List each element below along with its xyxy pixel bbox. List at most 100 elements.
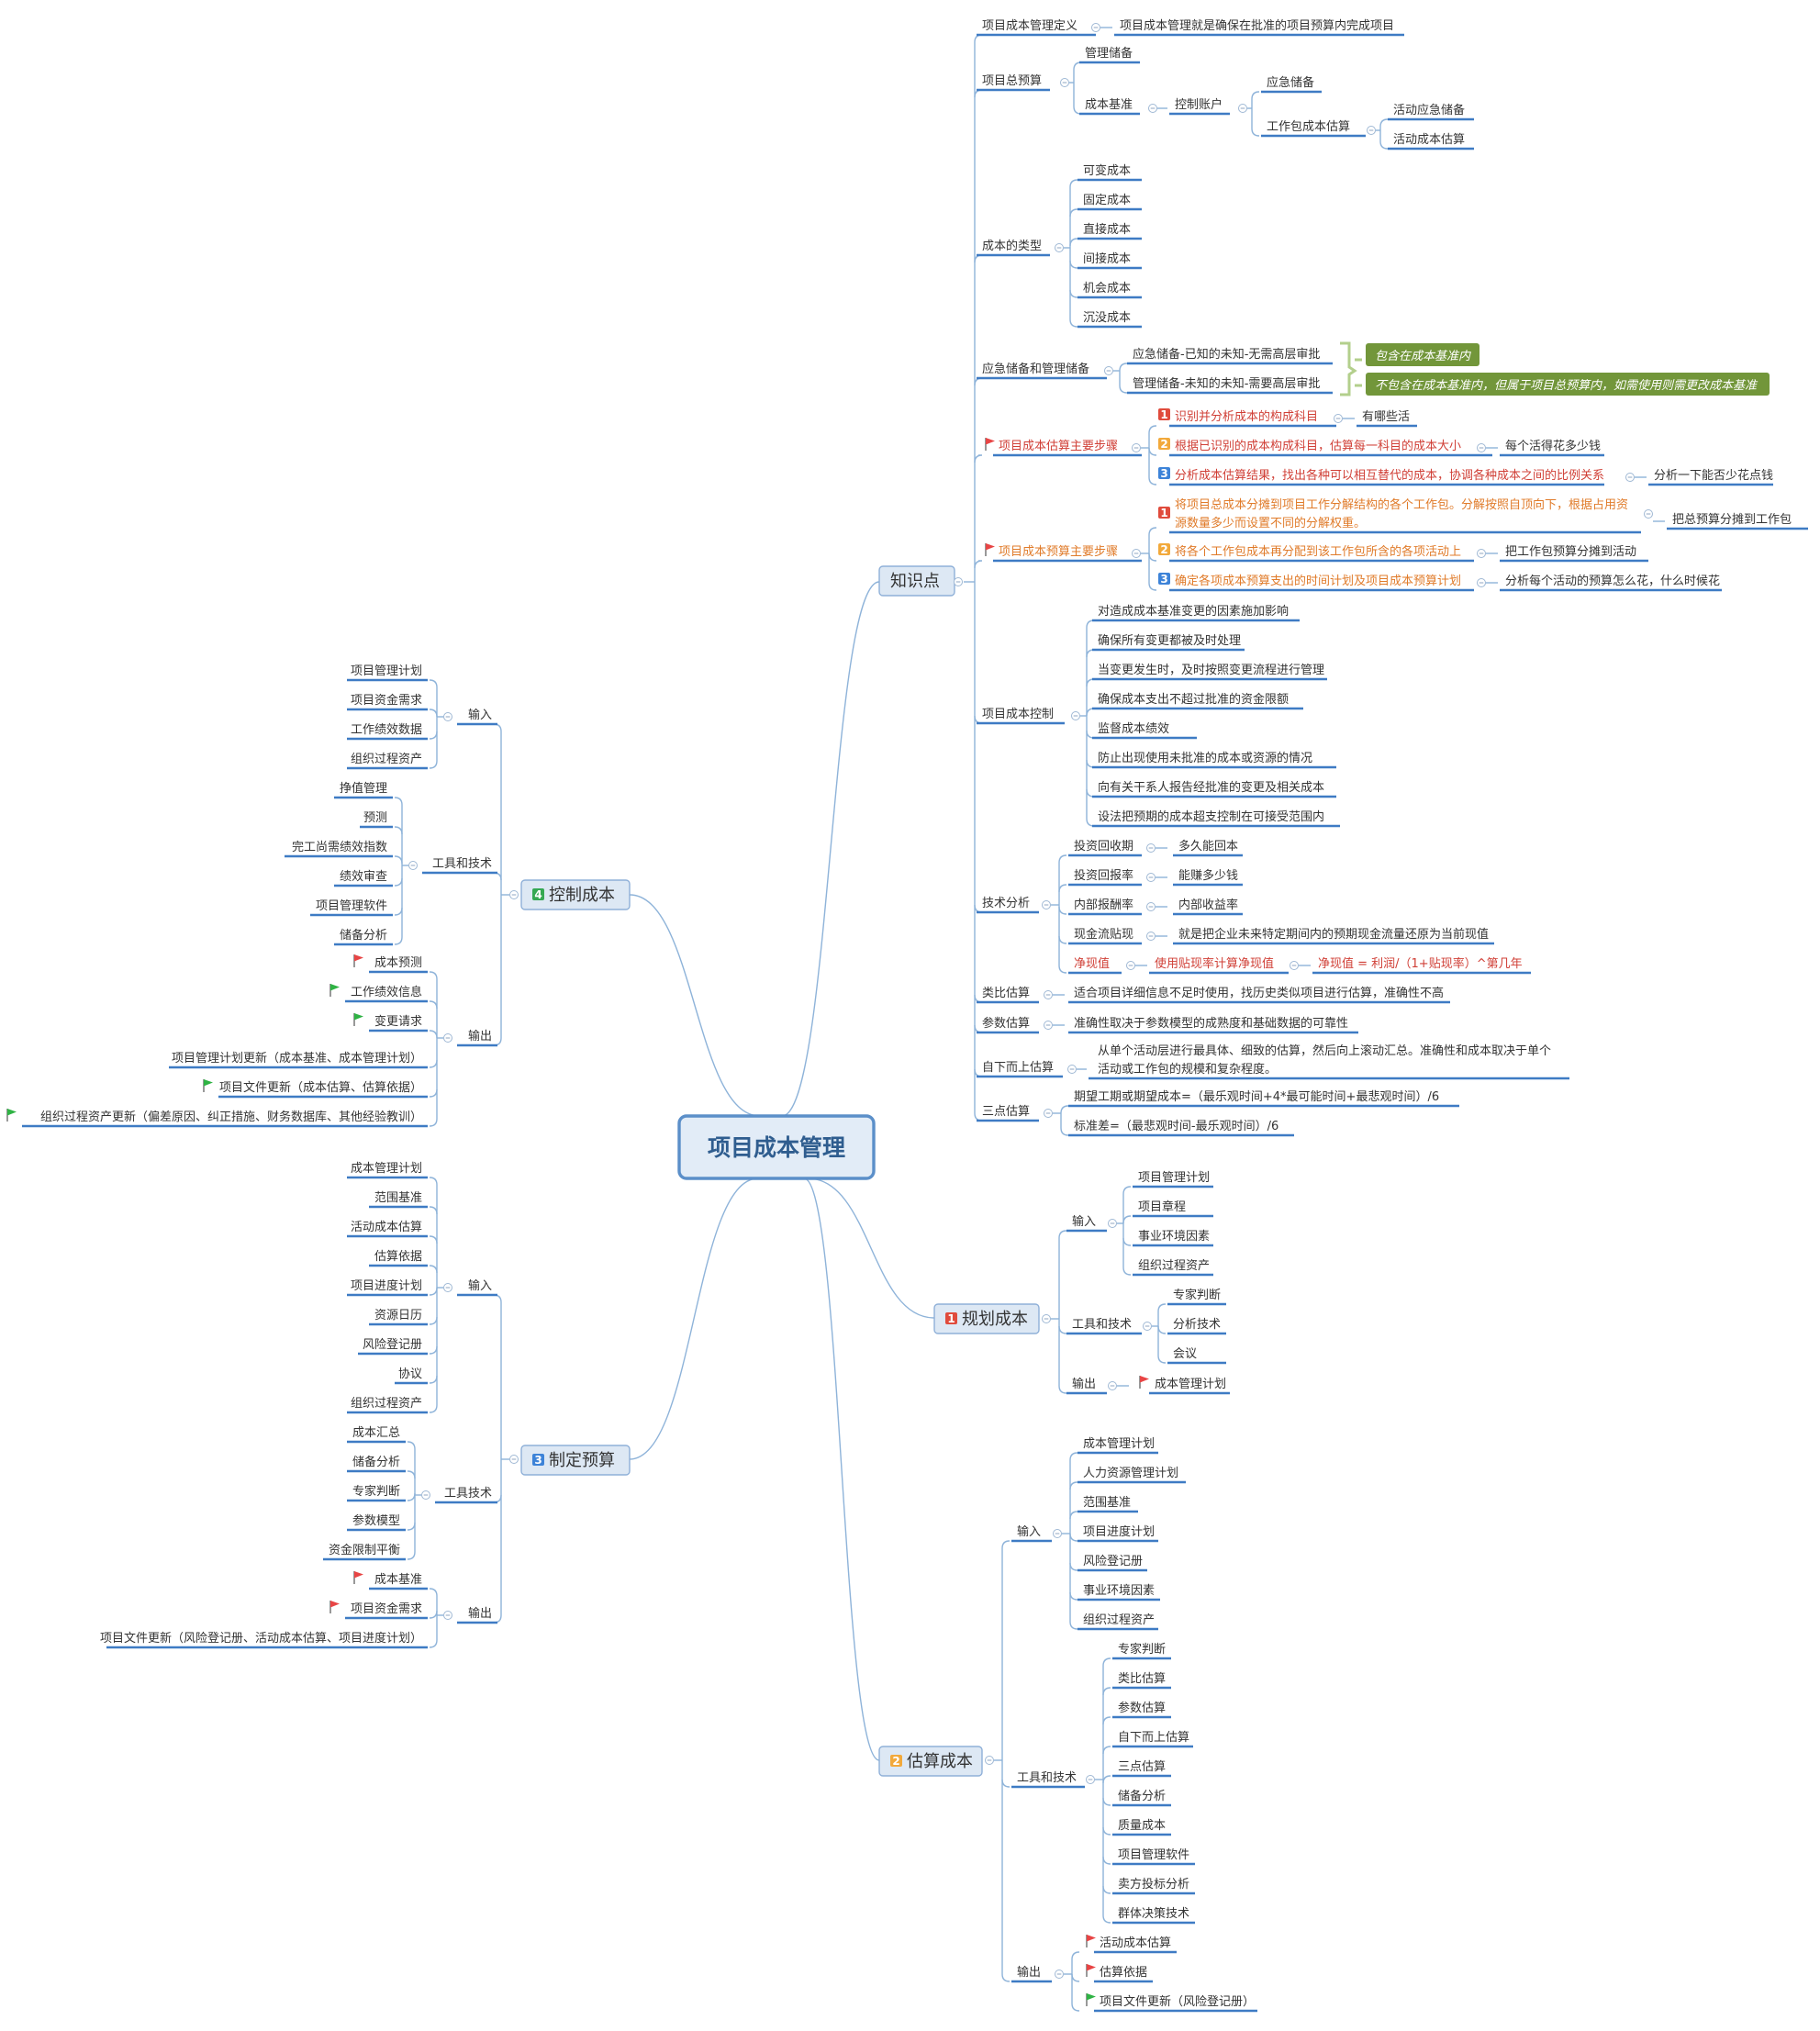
- budget-input: 输入: [457, 1278, 497, 1297]
- estimate-tools-collapse[interactable]: [1086, 1775, 1095, 1784]
- budget-output-collapse[interactable]: [443, 1611, 452, 1620]
- branch-estimate[interactable]: 估算成本: [878, 1746, 983, 1777]
- parametric-collapse[interactable]: [1044, 1021, 1053, 1030]
- budget-output-item-2: 项目文件更新（风险登记册、活动成本估算、项目进度计划）: [100, 1631, 428, 1649]
- cost-baseline-collapse[interactable]: [1148, 104, 1157, 113]
- control-collapse[interactable]: [509, 890, 519, 899]
- priority-3-icon: 3: [1158, 467, 1170, 480]
- branch-estimate-label: 估算成本: [907, 1752, 973, 1771]
- connector: [1122, 1267, 1132, 1276]
- control-output-collapse[interactable]: [443, 1033, 452, 1043]
- cost-type-4: 机会成本: [1077, 282, 1142, 299]
- estimate-step-1-collapse[interactable]: [1477, 443, 1486, 452]
- flag-cloth: [354, 1571, 363, 1579]
- plan-input-collapse[interactable]: [1108, 1219, 1117, 1228]
- connector: [429, 679, 438, 688]
- tech-analysis-item-3-collapse[interactable]: [1146, 932, 1156, 941]
- knowledge-parametric: 参数估算: [977, 1016, 1039, 1034]
- three-point-collapse[interactable]: [1044, 1109, 1053, 1118]
- control-tools-text: 工具和技术: [432, 857, 492, 871]
- budget-step-0-collapse[interactable]: [1644, 509, 1653, 519]
- estimate-step-0-collapse[interactable]: [1334, 414, 1343, 423]
- control-input-collapse[interactable]: [443, 712, 452, 721]
- tech-analysis-note-1: 能赚多少钱: [1173, 868, 1243, 887]
- connector: [429, 1287, 438, 1296]
- estimate-step-1-note: 每个活得花多少钱: [1500, 439, 1604, 457]
- npv-sub-collapse[interactable]: [1290, 961, 1299, 970]
- branch-estimate-box[interactable]: [878, 1746, 983, 1777]
- cost-control-item-2-text: 当变更发生时，及时按照变更流程进行管理: [1098, 663, 1324, 677]
- budget-collapse[interactable]: [509, 1455, 519, 1464]
- tech-analysis-item-2-collapse[interactable]: [1146, 902, 1156, 911]
- tech-analysis-item-1-collapse[interactable]: [1146, 873, 1156, 882]
- budget-tools-item-4: 资金限制平衡: [323, 1543, 406, 1561]
- control-input-item-0-text: 项目管理计划: [351, 664, 422, 678]
- plan-tools-collapse[interactable]: [1143, 1322, 1152, 1331]
- branch-control[interactable]: 控制成本: [520, 879, 631, 910]
- activity-contingency-text: 活动应急储备: [1393, 103, 1465, 117]
- control-input-text: 输入: [468, 708, 492, 722]
- connector: [1069, 1533, 1078, 1542]
- estimate-tools-item-1: 类比估算: [1112, 1672, 1171, 1690]
- branch-budget[interactable]: 制定预算: [520, 1445, 631, 1476]
- budget-input-collapse[interactable]: [443, 1283, 452, 1292]
- connector: [429, 1118, 438, 1127]
- analogous-text-text: 适合项目详细信息不足时使用，找历史类似项目进行估算，准确性不高: [1074, 986, 1444, 1000]
- connector: [807, 1177, 935, 1319]
- estimate-output-item-0: 活动成本估算: [1094, 1936, 1177, 1954]
- summary-box: [1366, 373, 1770, 396]
- npv-collapse[interactable]: [1126, 961, 1135, 970]
- branch-knowledge[interactable]: 知识点: [878, 565, 955, 597]
- cost-type-1-text: 固定成本: [1083, 194, 1131, 207]
- priority-number: 3: [534, 1454, 542, 1467]
- cost-control-item-4-text: 监督成本绩效: [1098, 722, 1169, 736]
- control-output-item-1: 工作绩效信息: [345, 985, 428, 1003]
- central-topic-box[interactable]: [677, 1114, 876, 1180]
- priority-number: 2: [1160, 543, 1167, 556]
- priority-number: 1: [1160, 408, 1167, 421]
- reserves-collapse[interactable]: [1104, 366, 1113, 375]
- cost-type-3: 间接成本: [1077, 251, 1142, 270]
- branch-budget-box[interactable]: [520, 1445, 631, 1476]
- estimate-step-1-note-text: 每个活得花多少钱: [1505, 439, 1601, 453]
- control-tools-collapse[interactable]: [408, 861, 418, 870]
- definition-collapse[interactable]: [1091, 23, 1100, 32]
- connector: [429, 1265, 438, 1274]
- budget-step-2-collapse[interactable]: [1477, 578, 1486, 587]
- connector: [429, 1206, 438, 1215]
- budget-steps-collapse[interactable]: [1132, 549, 1141, 558]
- control-tools-item-5: 储备分析: [334, 928, 393, 946]
- connector: [1251, 91, 1260, 100]
- connector: [1119, 385, 1128, 394]
- budget-step-1-collapse[interactable]: [1477, 549, 1486, 558]
- knowledge-collapse[interactable]: [954, 577, 963, 586]
- wp-estimate-collapse[interactable]: [1367, 126, 1376, 135]
- estimate-output-collapse[interactable]: [1055, 1970, 1064, 1979]
- cost-types-collapse[interactable]: [1055, 243, 1064, 252]
- branch-control-box[interactable]: [520, 879, 631, 910]
- analogous-collapse[interactable]: [1044, 990, 1053, 999]
- budget-tools-collapse[interactable]: [421, 1490, 430, 1500]
- tech-analysis-collapse[interactable]: [1042, 900, 1051, 909]
- central-topic[interactable]: 项目成本管理: [677, 1114, 876, 1180]
- plan-output-collapse[interactable]: [1108, 1381, 1117, 1390]
- estimate-output-text: 输出: [1017, 1965, 1041, 1980]
- control-account-collapse[interactable]: [1238, 104, 1247, 113]
- connector: [1058, 884, 1067, 893]
- connector: [429, 1088, 438, 1098]
- tech-analysis-item-0-collapse[interactable]: [1146, 843, 1156, 853]
- total-budget-collapse[interactable]: [1060, 78, 1069, 87]
- branch-plan[interactable]: 规划成本: [933, 1303, 1040, 1334]
- branch-plan-box[interactable]: [933, 1303, 1040, 1334]
- estimate-input-collapse[interactable]: [1053, 1529, 1062, 1538]
- cost-control-collapse[interactable]: [1071, 711, 1080, 720]
- connector: [1069, 289, 1078, 298]
- plan-collapse[interactable]: [1042, 1314, 1051, 1323]
- budget-input-item-4: 项目进度计划: [347, 1278, 428, 1297]
- estimate-step-2-collapse[interactable]: [1625, 473, 1635, 482]
- estimate-steps-collapse[interactable]: [1132, 443, 1141, 452]
- bottom-up-collapse[interactable]: [1067, 1065, 1077, 1074]
- estimate-collapse[interactable]: [985, 1756, 994, 1765]
- knowledge-cost-types-text: 成本的类型: [982, 239, 1042, 253]
